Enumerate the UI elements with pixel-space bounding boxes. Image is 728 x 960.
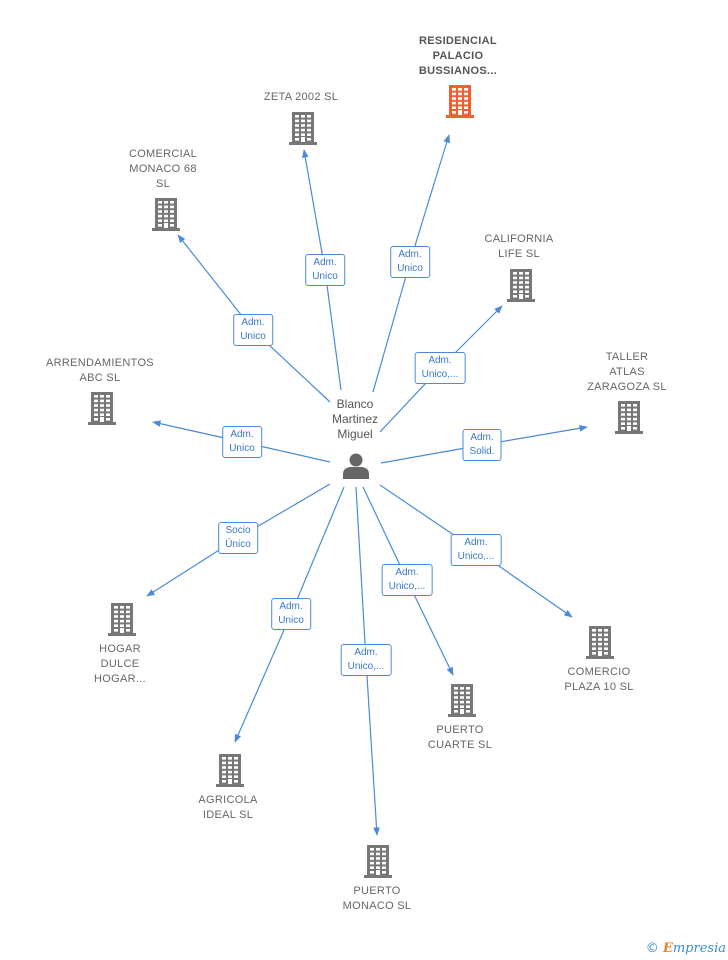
relation-label-zeta[interactable]: Adm. Unico <box>305 254 345 286</box>
company-nodes <box>88 85 643 878</box>
relation-label-puerto_cuarte[interactable]: Adm. Unico,... <box>381 564 433 596</box>
person-icon <box>343 467 369 479</box>
company-name-puerto_cuarte[interactable]: PUERTO CUARTE SL <box>427 724 493 751</box>
relation-label-comercial_monaco[interactable]: Adm. Unico <box>233 314 273 346</box>
building-icon-residencial[interactable] <box>446 85 474 118</box>
company-name-residencial[interactable]: RESIDENCIAL PALACIO BUSSIANOS... <box>418 35 498 77</box>
building-icon-puerto_cuarte[interactable] <box>448 684 476 717</box>
building-icon-arrendamientos[interactable] <box>88 392 116 425</box>
company-name-arrendamientos[interactable]: ARRENDAMIENTOS ABC SL <box>46 357 154 384</box>
building-icon-comercio[interactable] <box>586 626 614 659</box>
building-icon-zeta[interactable] <box>289 112 317 145</box>
brand-initial: E <box>662 941 673 956</box>
copyright-icon: © <box>645 941 659 956</box>
relation-label-puerto_monaco[interactable]: Adm. Unico,... <box>340 644 392 676</box>
empresia-footer[interactable]: © Empresia <box>646 941 726 956</box>
brand-name: mpresia <box>672 941 726 956</box>
relation-label-taller[interactable]: Adm. Solid. <box>462 429 502 461</box>
relation-label-residencial[interactable]: Adm. Unico <box>390 246 430 278</box>
relation-label-comercio[interactable]: Adm. Unico,... <box>450 534 502 566</box>
building-icon-puerto_monaco[interactable] <box>364 845 392 878</box>
building-icon-hogar[interactable] <box>108 603 136 636</box>
company-name-hogar[interactable]: HOGAR DULCE HOGAR... <box>94 643 146 685</box>
building-icon-california[interactable] <box>507 269 535 302</box>
company-name-puerto_monaco[interactable]: PUERTO MONACO SL <box>342 885 412 912</box>
relation-label-california[interactable]: Adm. Unico,... <box>414 352 466 384</box>
company-name-taller[interactable]: TALLER ATLAS ZARAGOZA SL <box>587 351 667 393</box>
company-name-california[interactable]: CALIFORNIA LIFE SL <box>484 233 554 260</box>
relation-label-hogar[interactable]: Socio Único <box>218 522 258 554</box>
company-name-comercio[interactable]: COMERCIO PLAZA 10 SL <box>564 666 634 693</box>
company-name-zeta[interactable]: ZETA 2002 SL <box>263 91 339 103</box>
relation-label-agricola[interactable]: Adm. Unico <box>271 598 311 630</box>
building-icon-comercial_monaco[interactable] <box>152 198 180 231</box>
relation-label-arrendamientos[interactable]: Adm. Unico <box>222 426 262 458</box>
company-name-agricola[interactable]: AGRICOLA IDEAL SL <box>198 794 258 821</box>
company-name-comercial_monaco[interactable]: COMERCIAL MONACO 68 SL <box>128 148 198 190</box>
person-name[interactable]: Blanco Martinez Miguel <box>331 397 379 441</box>
person-icon-head <box>349 453 363 467</box>
building-icon-taller[interactable] <box>615 401 643 434</box>
person-node[interactable] <box>343 453 369 480</box>
building-icon-agricola[interactable] <box>216 754 244 787</box>
